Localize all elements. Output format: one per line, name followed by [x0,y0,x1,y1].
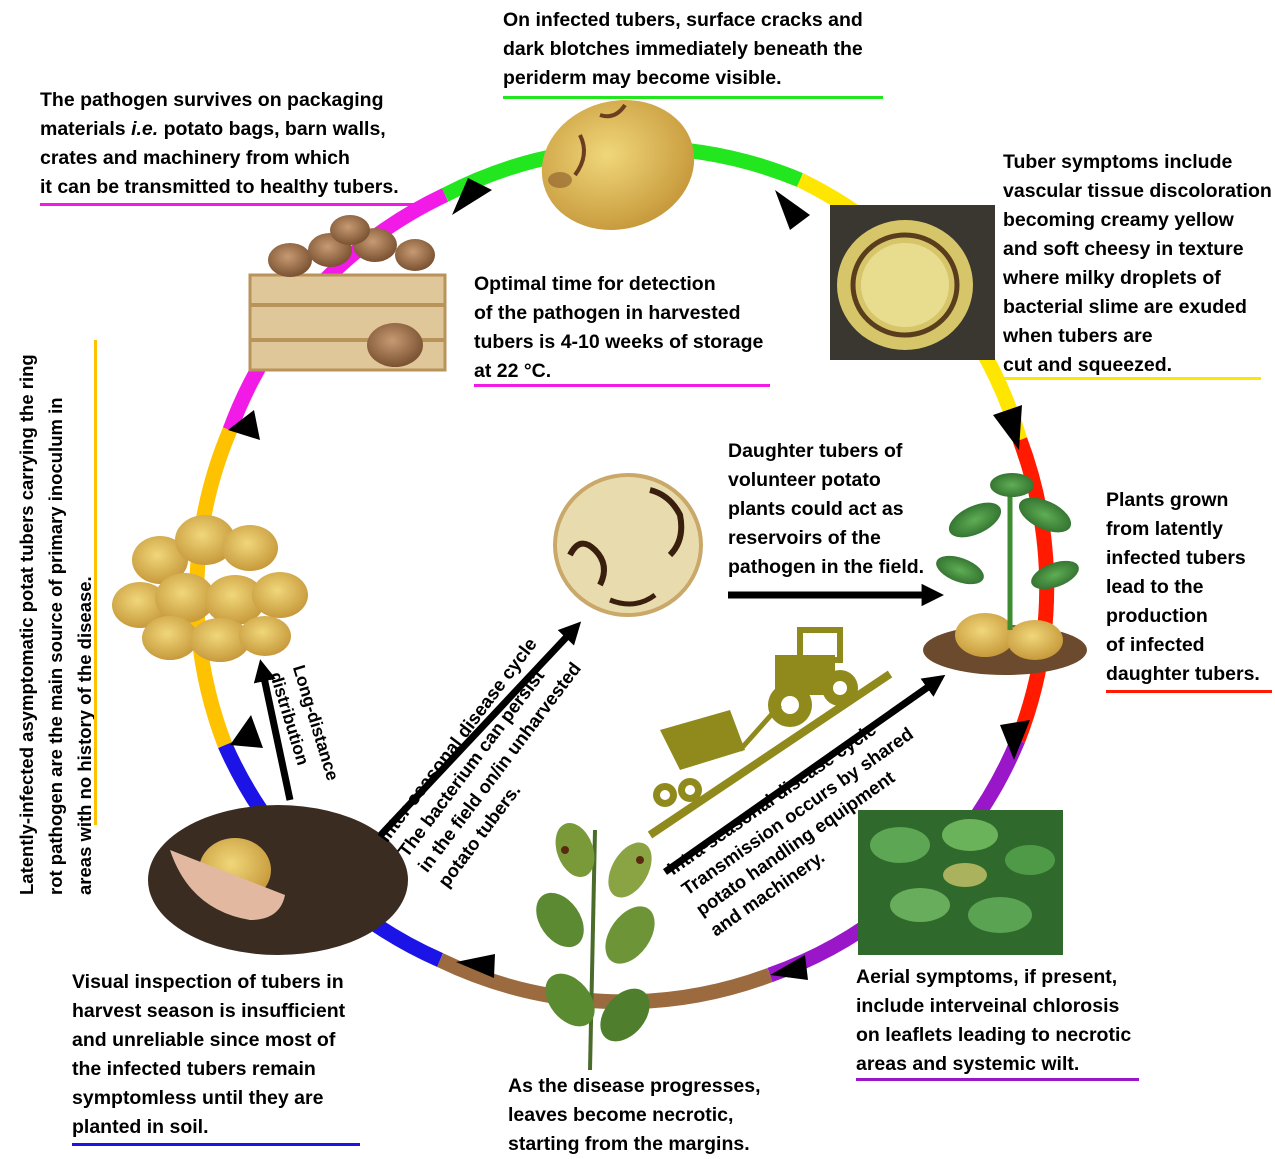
note-right-top-line: vascular tissue discoloration [1003,180,1272,202]
note-right-mid: Plants grown from latently infected tube… [1106,486,1260,689]
note-bottom-right-line: include interveinal chlorosis [856,995,1120,1017]
arrow-intra-seasonal [662,674,946,875]
note-right-mid-line: Plants grown [1106,489,1229,511]
underline-magenta-top [40,203,415,206]
note-right-top-line: bacterial slime are exuded [1003,296,1247,318]
ring-segment-red [1011,437,1055,743]
note-right-top: Tuber symptoms include vascular tissue d… [1003,148,1272,380]
note-bottom-right: Aerial symptoms, if present, include int… [856,963,1131,1079]
potato-crate-icon [248,215,447,372]
note-bottom-left-line: and unreliable since most of [72,1029,336,1051]
ring-arrowhead-top-left [452,178,492,215]
note-center-top-line: tubers is 4-10 weeks of storage [474,331,764,353]
note-bottom-right-line: on leaflets leading to necrotic [856,1024,1132,1046]
ring-arrowheads [228,178,1030,980]
note-center-top-line: Optimal time for detection [474,273,716,295]
underline-blue [72,1143,360,1146]
note-top-left-line: materials i.e. potato bags, barn walls, [40,115,399,144]
note-center-right-line: plants could act as [728,498,904,520]
note-center-right-line: volunteer potato [728,469,881,491]
ring-arrowhead-bottom-left [456,954,495,978]
potato-plant-icon [923,473,1087,675]
note-left-vertical-line: Latently-infected asymptomatic potat tub… [16,354,37,895]
infected-slice-icon [553,473,703,617]
note-right-mid-line: lead to the [1106,576,1204,598]
ring-arrowhead-right-upper [993,405,1022,450]
ring-segment-brown [436,953,773,1010]
note-center-right: Daughter tubers of volunteer potato plan… [728,437,924,582]
note-top-line: On infected tubers, surface cracks and [503,9,863,31]
note-top-line: periderm may become visible. [503,67,782,89]
underline-purple [856,1078,1139,1081]
note-top-line: dark blotches immediately beneath the [503,38,863,60]
note-right-top-line: and soft cheesy in texture [1003,238,1244,260]
note-right-top-line: cut and squeezed. [1003,354,1173,376]
note-center-top-line: at 22 °C. [474,360,552,382]
note-top-left-line: crates and machinery from which [40,147,350,169]
note-bottom-right-line: areas and systemic wilt. [856,1053,1080,1075]
note-right-top-line: when tubers are [1003,325,1153,347]
note-bottom-right-line: Aerial symptoms, if present, [856,966,1118,988]
note-bottom-center-line: starting from the margins. [508,1133,750,1155]
ring-arrowhead-left-upper [228,410,260,440]
potato-icon [541,100,695,230]
note-center-right-line: Daughter tubers of [728,440,903,462]
note-top-left-line: it can be transmitted to healthy tubers. [40,176,399,198]
note-bottom-left: Visual inspection of tubers in harvest s… [72,968,345,1142]
note-right-top-line: Tuber symptoms include [1003,151,1233,173]
necrotic-leaf-icon [536,822,655,1071]
note-right-top-line: becoming creamy yellow [1003,209,1234,231]
note-center-right-line: reservoirs of the [728,527,881,549]
note-bottom-left-line: symptomless until they are [72,1087,324,1109]
note-bottom-left-line: the infected tubers remain [72,1058,316,1080]
note-center-right-line: pathogen in the field. [728,556,925,578]
note-bottom-left-line: Visual inspection of tubers in [72,971,344,993]
underline-green [503,96,883,99]
note-center-top: Optimal time for detection of the pathog… [474,270,763,386]
cut-tuber-icon [830,205,995,360]
note-bottom-center-line: leaves become necrotic, [508,1104,734,1126]
note-right-mid-line: from latently [1106,518,1224,540]
underline-magenta-center [474,384,770,387]
note-top-left-em: i.e. [131,118,159,140]
note-top-left: The pathogen survives on packaging mater… [40,86,399,202]
leaf-symptoms-icon [858,810,1063,955]
note-top: On infected tubers, surface cracks and d… [503,6,863,93]
note-top-left-post: potato bags, barn walls, [158,118,386,140]
note-right-mid-line: of infected [1106,634,1205,656]
arrow-inter-seasonal [375,621,582,841]
tuber-pile-icon [112,515,308,662]
ring-arrowhead-left-lower [230,715,263,748]
arrow-long-distance [253,659,294,801]
underline-yellow [1003,377,1261,380]
note-bottom-center-line: As the disease progresses, [508,1075,761,1097]
tractor-icon [653,627,858,807]
note-top-left-pre: materials [40,118,132,140]
ring-arrowhead-right-lower [1000,720,1030,760]
note-right-top-line: where milky droplets of [1003,267,1221,289]
note-top-left-line: The pathogen survives on packaging [40,89,384,111]
note-right-mid-line: production [1106,605,1208,627]
note-left-vertical: Latently-infected asymptomatic potat tub… [12,354,99,895]
note-left-vertical-line: rot pathogen are the main source of prim… [45,397,66,895]
note-bottom-left-line: planted in soil. [72,1116,209,1138]
ring-arrowhead-top-right [775,190,810,230]
note-right-mid-line: infected tubers [1106,547,1246,569]
note-right-mid-line: daughter tubers. [1106,663,1260,685]
underline-gold [94,340,97,825]
ring-arrowhead-bottom-right [770,955,808,980]
hand-tuber-icon [148,805,408,955]
note-center-top-line: of the pathogen in harvested [474,302,741,324]
inner-arrows [253,583,946,875]
note-bottom-center: As the disease progresses, leaves become… [508,1072,761,1159]
underline-red [1106,690,1272,693]
note-bottom-left-line: harvest season is insufficient [72,1000,346,1022]
